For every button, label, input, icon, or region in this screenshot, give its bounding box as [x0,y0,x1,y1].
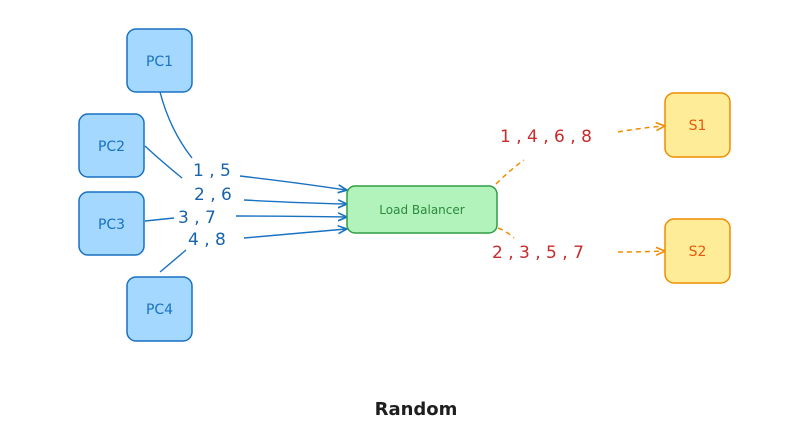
server-s1: S1 [664,92,731,158]
server-label: S1 [689,118,707,134]
request-arrow-2 [243,200,346,204]
server-links [495,126,664,252]
s2-arrow [617,251,664,252]
client-box [126,28,193,93]
client-pc1: PC1 [126,28,193,93]
client-connectors [144,91,193,273]
s1-assignment: 1 , 4 , 6 , 8 [500,127,592,147]
request-arrow-4 [243,229,346,239]
s1-arrow [617,126,664,133]
pc3-connector [144,217,175,222]
client-pc2: PC2 [78,113,145,178]
server-box [664,92,731,158]
lb-to-s2-line [497,227,515,239]
client-box [78,113,145,178]
load-balancer: Load Balancer [346,185,498,234]
load-balancer-label: Load Balancer [379,203,464,217]
request-sequence-pc1: 1 , 5 [193,161,231,181]
request-arrow-1 [239,175,346,190]
s2-assignment: 2 , 3 , 5 , 7 [492,243,584,263]
load-balancer-box [346,185,498,234]
pc4-connector [159,249,187,273]
request-sequences: 1 , 5 2 , 6 3 , 7 4 , 8 [178,161,232,250]
client-pc4: PC4 [126,276,193,342]
request-arrow-3 [235,216,346,217]
lb-to-s1-line [495,159,525,185]
request-sequence-pc3: 3 , 7 [178,208,216,228]
client-box [78,191,145,256]
client-label: PC1 [146,54,173,70]
diagram-caption: Random [375,399,458,420]
server-label: S2 [689,244,707,260]
client-label: PC2 [98,139,125,155]
pc2-connector [144,145,183,179]
server-assignments: 1 , 4 , 6 , 8 2 , 3 , 5 , 7 [492,127,592,263]
client-box [126,276,193,342]
server-box [664,218,731,284]
client-label: PC4 [146,302,173,318]
server-s2: S2 [664,218,731,284]
request-sequence-pc4: 4 , 8 [188,230,226,250]
request-arrows [235,175,346,239]
client-pc3: PC3 [78,191,145,256]
pc1-connector [159,91,193,159]
request-sequence-pc2: 2 , 6 [194,185,232,205]
client-label: PC3 [98,217,125,233]
